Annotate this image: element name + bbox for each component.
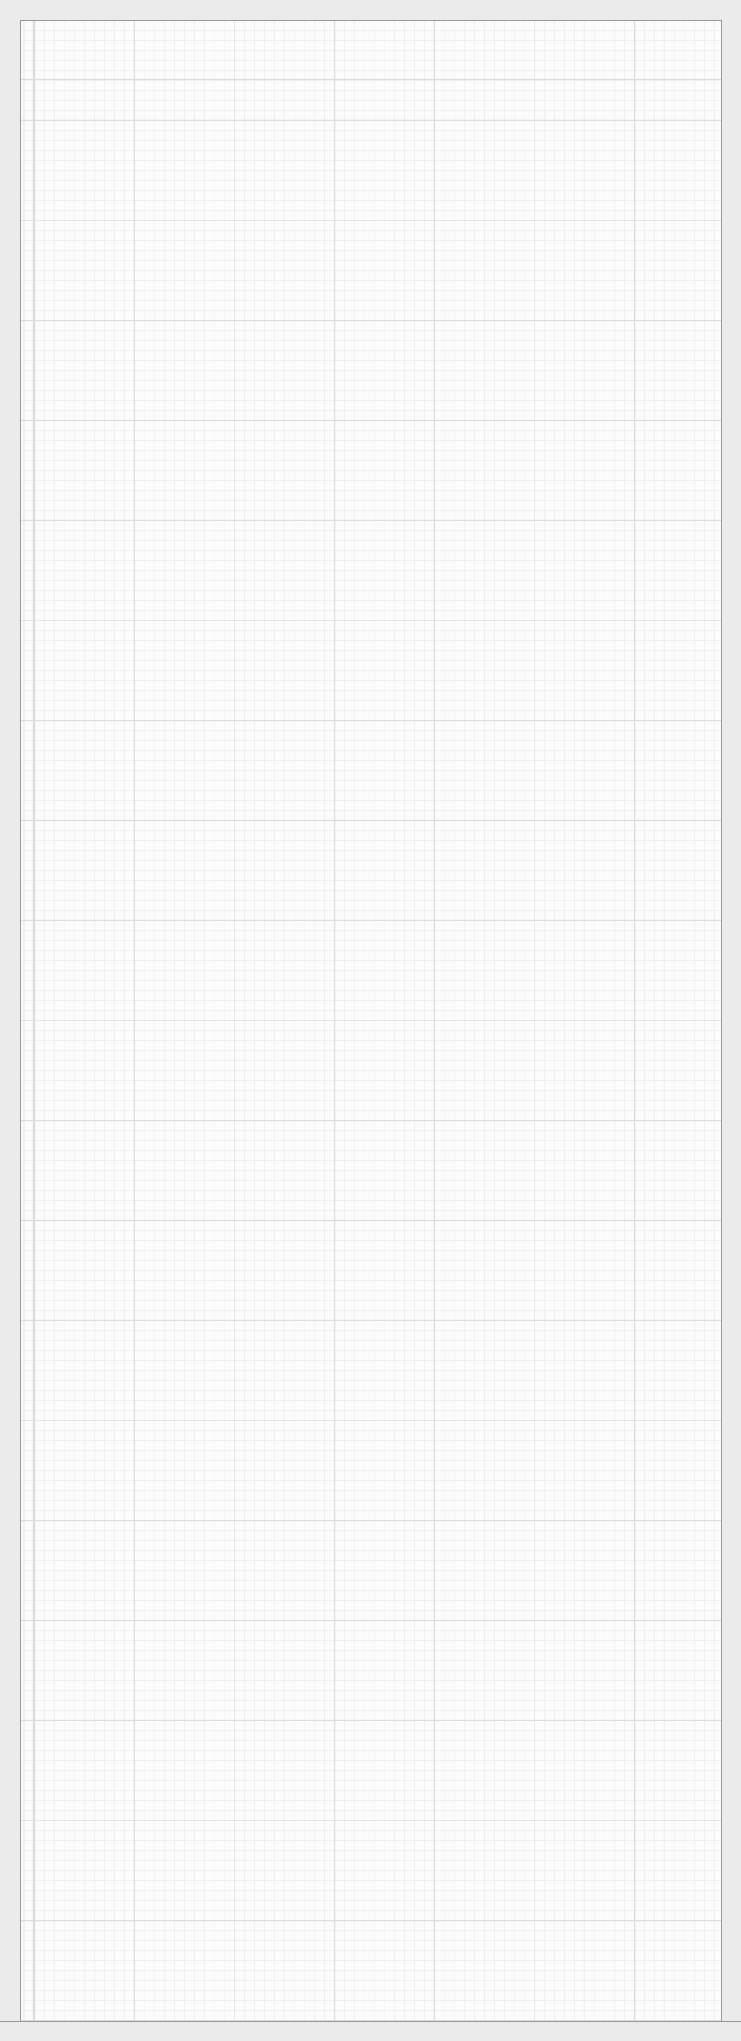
ruler-right: [721, 20, 741, 2021]
ruler-left: [0, 20, 21, 2021]
plan-grid: [20, 0, 721, 2041]
ruler-bottom: [0, 2021, 741, 2041]
ruler-top: [0, 0, 741, 21]
